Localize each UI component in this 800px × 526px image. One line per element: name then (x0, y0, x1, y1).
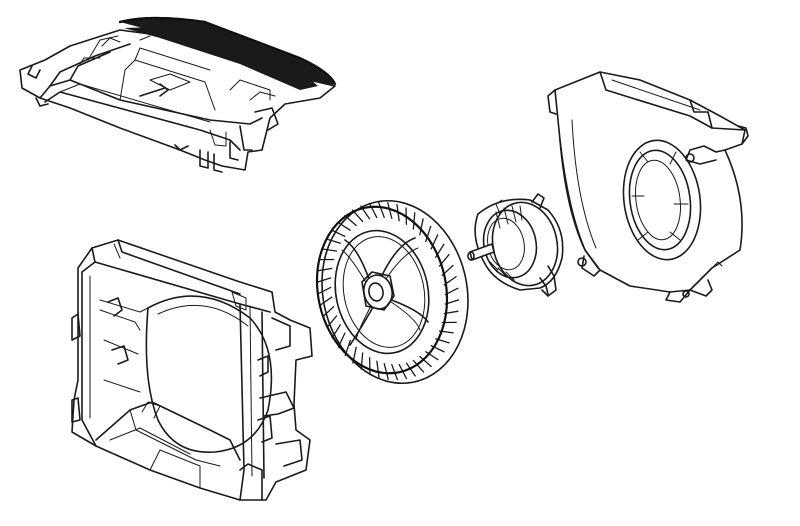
fan-blade (337, 221, 351, 232)
fan-blade (368, 202, 378, 219)
fan-blade (322, 305, 335, 318)
blower-motor (467, 193, 564, 297)
fan-blade (412, 212, 416, 230)
fan-blade (360, 352, 364, 370)
fan-blade (316, 277, 332, 283)
fan-blade (331, 323, 342, 339)
fan-blade (419, 355, 432, 368)
fan-blade (424, 225, 432, 243)
blower-frame-housing (71, 239, 313, 501)
fan-blade (430, 344, 445, 353)
fan-blade (322, 248, 338, 252)
fan-blade (405, 362, 417, 377)
fan-blade (319, 296, 333, 307)
fan-blade (377, 201, 386, 219)
fan-blade (383, 362, 390, 380)
fan-blade (326, 315, 338, 329)
fan-blade (430, 234, 439, 250)
fan-blade (376, 360, 380, 378)
fan-blade (412, 359, 425, 373)
fan-blade (326, 238, 341, 245)
scroll-volute-housing (547, 71, 749, 303)
fan-blade (425, 350, 439, 361)
upper-air-inlet-housing (19, 16, 337, 173)
fan-blade (317, 267, 333, 272)
squirrel-cage-fan-wheel (315, 199, 469, 385)
fan-blade (317, 286, 332, 295)
fan-blade (419, 218, 424, 236)
fan-blade (386, 202, 393, 220)
fan-blade (331, 229, 346, 238)
